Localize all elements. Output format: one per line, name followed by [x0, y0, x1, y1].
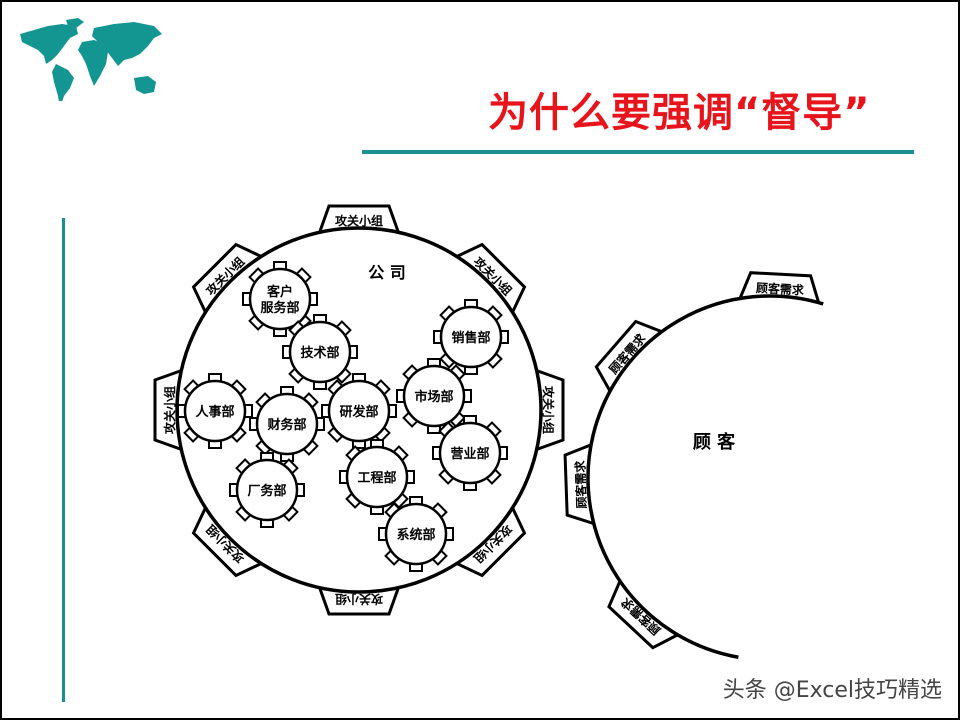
department-gear: 营业部: [432, 415, 508, 491]
gear-body: [288, 320, 352, 384]
gear-body: [183, 379, 247, 443]
department-gear: 市场部: [396, 358, 472, 434]
gear-body: [438, 421, 502, 485]
title-underline: [362, 150, 914, 154]
company-circle-group: 攻关小组攻关小组攻关小组攻关小组攻关小组攻关小组攻关小组攻关小组公 司客户服务部…: [153, 204, 565, 616]
department-label: 系统部: [396, 527, 435, 543]
gear-body: [248, 267, 312, 331]
gear-body: [327, 379, 391, 443]
department-gear: 工程部: [339, 439, 415, 515]
customer-arc: [586, 294, 824, 659]
gear-body: [402, 364, 466, 428]
task-force-tab-label: 攻关小组: [335, 213, 383, 228]
customer-demand-tab-label: 顾客需求: [572, 459, 589, 508]
department-label: 客户服务部: [260, 284, 299, 316]
department-label: 市场部: [414, 389, 453, 405]
department-label: 技术部: [300, 345, 339, 361]
department-gear: 财务部: [249, 386, 325, 462]
department-label: 财务部: [267, 417, 306, 433]
department-gear: 销售部: [433, 299, 509, 375]
department-gear: 系统部: [378, 496, 454, 572]
customer-demand-tab-label: 顾客需求: [756, 280, 806, 298]
gear-body: [384, 502, 448, 566]
gear-body: [345, 445, 409, 509]
department-gear: 研发部: [321, 373, 397, 449]
task-force-tab-label: 攻关小组: [162, 386, 177, 434]
department-label: 营业部: [450, 446, 489, 462]
gear-body: [439, 305, 503, 369]
company-label: 公 司: [368, 263, 406, 282]
department-label: 研发部: [339, 404, 378, 420]
department-label: 工程部: [357, 470, 396, 486]
customer-label: 顾 客: [693, 431, 736, 453]
department-label: 厂务部: [247, 483, 286, 499]
left-accent-line: [62, 218, 65, 702]
department-gear: 厂务部: [229, 452, 305, 528]
task-force-tab: 攻关小组: [153, 367, 185, 453]
department-gear: 人事部: [177, 373, 253, 449]
gear-body: [235, 458, 299, 522]
world-map-icon: [20, 18, 162, 101]
department-label: 销售部: [451, 330, 490, 346]
slide-title: 为什么要强调“督导”: [488, 90, 871, 136]
task-force-tab-label: 攻关小组: [335, 592, 383, 607]
gear-body: [255, 392, 319, 456]
task-force-tab-label: 攻关小组: [541, 386, 556, 434]
watermark: 头条 @Excel技巧精选: [722, 678, 942, 703]
department-gear: 技术部: [282, 314, 358, 390]
department-label: 人事部: [195, 404, 234, 420]
